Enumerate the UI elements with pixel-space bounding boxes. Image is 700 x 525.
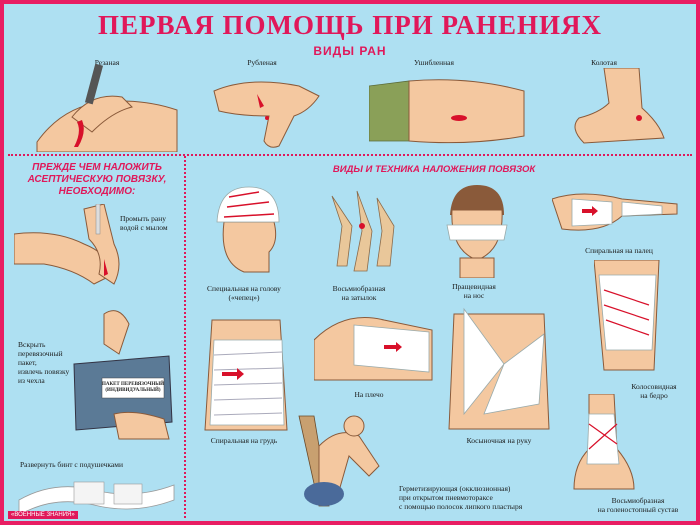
divider-vertical — [184, 156, 186, 518]
unrolled-bandage-illustration — [18, 481, 175, 515]
thigh-line2: на бедро — [640, 391, 668, 400]
nose-line2: на нос — [463, 291, 485, 300]
bandage-heading: ВИДЫ И ТЕХНИКА НАЛОЖЕНИЯ ПОВЯЗОК — [332, 164, 536, 175]
nose-line1: Пращевидная — [452, 282, 496, 291]
arm-label: Косыночная на руку — [466, 436, 532, 445]
wound-label-cut: Резаная — [94, 58, 120, 67]
pack-text-line1: ПАКЕТ ПЕРЕВЯЗОЧНЫЙ — [101, 382, 165, 387]
thigh-line1: Колосовидная — [631, 382, 677, 391]
wound-label-chop: Рубленая — [247, 58, 277, 67]
chop-wound-illustration — [213, 81, 320, 148]
wound-types-heading: ВИДЫ РАН — [313, 44, 387, 58]
head-cap-label: Специальная на голову («чепец») — [194, 284, 294, 302]
occlusive-line3: с помощью полосок липкого пластыря — [399, 502, 523, 511]
before-heading-line2: АСЕПТИЧЕСКУЮ ПОВЯЗКУ, — [27, 174, 167, 185]
head-cap-line2: («чепец») — [228, 293, 260, 302]
pack-text: ПАКЕТ ПЕРЕВЯЗОЧНЫЙ (ИНДИВИДУАЛЬНЫЙ) — [100, 382, 166, 394]
cut-wound-illustration — [36, 63, 178, 152]
occlusive-line2: при открытом пневмотораксе — [399, 493, 493, 502]
occlusive-dressing-illustration — [298, 415, 380, 507]
step-wash-label: Промыть рану водой с мылом — [120, 214, 184, 232]
divider-horizontal — [8, 154, 692, 156]
step-open-label: Вскрыть перевязочный пакет, извлечь повя… — [18, 340, 88, 385]
ankle-bandage-illustration — [573, 394, 635, 490]
shoulder-label: На плечо — [354, 390, 384, 399]
thigh-spica-illustration — [594, 260, 660, 371]
step-open-line3: пакет, — [18, 358, 37, 367]
before-heading-line3: НЕОБХОДИМО: — [58, 186, 136, 197]
wound-label-stab: Колотая — [591, 58, 617, 67]
bruise-wound-illustration — [369, 79, 525, 144]
occlusive-label: Герметизирующая (окклюзионная) при откры… — [399, 484, 579, 511]
step-wash-line1: Промыть рану — [120, 214, 166, 223]
step-open-line5: из чехла — [18, 376, 45, 385]
head-cap-illustration — [216, 186, 280, 273]
arm-sling-illustration — [448, 307, 550, 430]
shoulder-bandage-illustration — [314, 317, 433, 381]
step-open-line2: перевязочный — [18, 349, 63, 358]
step-open-line1: Вскрыть — [18, 340, 46, 349]
ankle-line1: Восьмиобразная — [611, 496, 665, 505]
head-cap-line1: Специальная на голову — [207, 284, 281, 293]
wound-label-bruise: Ушибленная — [414, 58, 454, 67]
chest-spiral-illustration — [204, 319, 288, 431]
wash-wound-illustration — [14, 204, 120, 285]
ankle-line2: на голеностопный сустав — [597, 505, 679, 514]
chest-label: Спиральная на грудь — [210, 436, 278, 445]
thigh-label: Колосовидная на бедро — [614, 382, 694, 400]
occlusive-line1: Герметизирующая (окклюзионная) — [399, 484, 511, 493]
before-heading: ПРЕЖДЕ ЧЕМ НАЛОЖИТЬ АСЕПТИЧЕСКУЮ ПОВЯЗКУ… — [14, 162, 180, 198]
nape-bandage-illustration — [331, 190, 395, 272]
nape-line2: на затылок — [341, 293, 377, 302]
step-wash-line2: водой с мылом — [120, 223, 168, 232]
footer-tag: «ВОЕННЫЕ ЗНАНИЯ» — [8, 511, 78, 519]
poster: ПЕРВАЯ ПОМОЩЬ ПРИ РАНЕНИЯХ ВИДЫ РАН Реза… — [4, 4, 696, 521]
step-unroll-label: Развернуть бинт с подушечками — [20, 460, 123, 469]
nose-sling-illustration — [446, 185, 508, 278]
ankle-label: Восьмиобразная на голеностопный сустав — [584, 496, 692, 514]
nape-line1: Восьмиобразная — [332, 284, 386, 293]
before-heading-line1: ПРЕЖДЕ ЧЕМ НАЛОЖИТЬ — [32, 162, 162, 173]
finger-label: Спиральная на палец — [585, 246, 653, 255]
pack-text-line2: (ИНДИВИДУАЛЬНЫЙ) — [105, 388, 161, 393]
stab-wound-illustration — [574, 68, 665, 144]
finger-spiral-illustration — [552, 193, 678, 231]
poster-title: ПЕРВАЯ ПОМОЩЬ ПРИ РАНЕНИЯХ — [97, 10, 603, 40]
dressing-pack-illustration — [73, 310, 173, 440]
nose-label: Пращевидная на нос — [429, 282, 519, 300]
step-open-line4: извлечь повязку — [18, 367, 70, 376]
nape-label: Восьмиобразная на затылок — [314, 284, 404, 302]
